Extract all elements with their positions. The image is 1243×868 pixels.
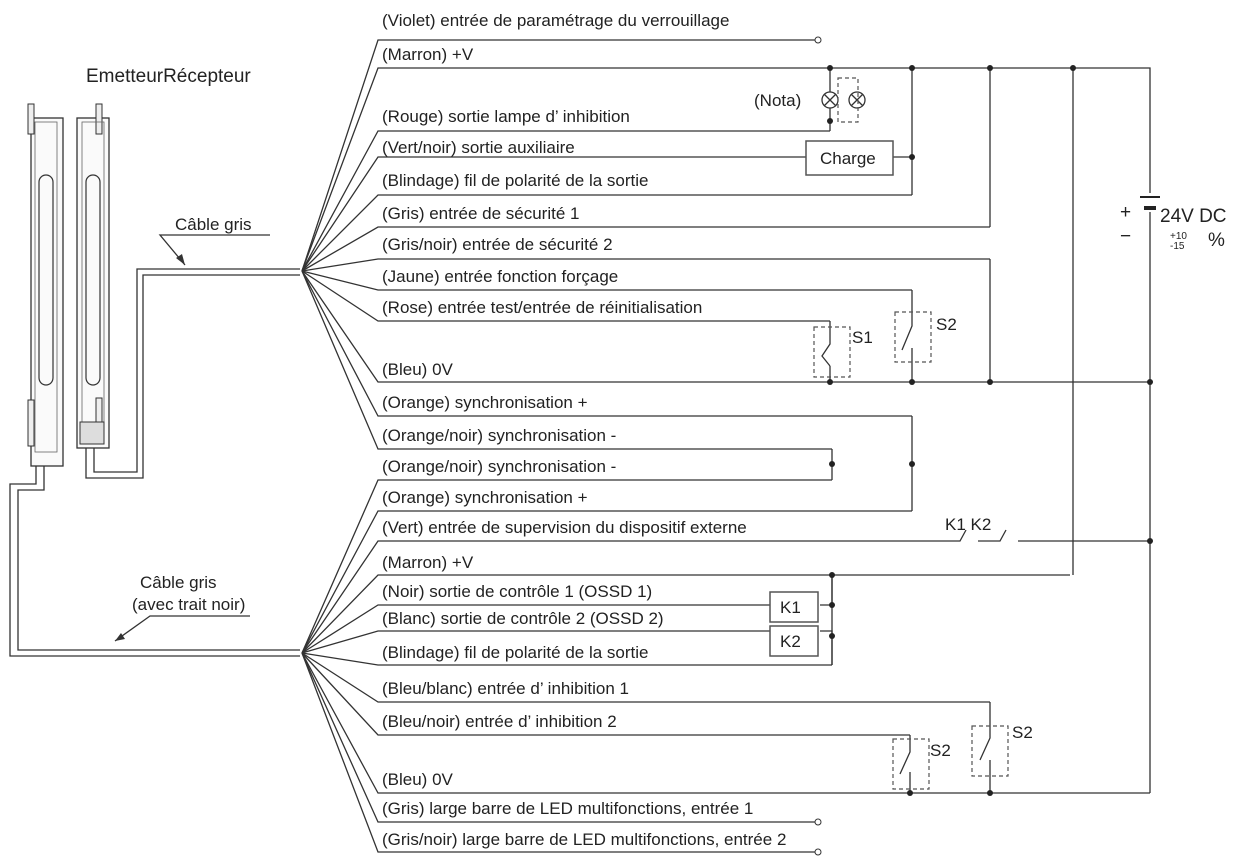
wire-label: (Orange) synchronisation +: [382, 393, 588, 412]
nota-lamps: [821, 77, 866, 123]
wire-label: (Marron) +V: [382, 45, 474, 64]
wire-label: (Gris) large barre de LED multifonctions…: [382, 799, 753, 818]
junction-dots: [827, 65, 1153, 796]
wire-label: (Bleu) 0V: [382, 360, 454, 379]
wire-label: (Blanc) sortie de contrôle 2 (OSSD 2): [382, 609, 664, 628]
wire-label: (Gris) entrée de sécurité 1: [382, 204, 579, 223]
s2-top-label: S2: [936, 315, 957, 334]
power-plus: +: [1120, 202, 1131, 223]
wire-label: (Bleu) 0V: [382, 770, 454, 789]
s2-bottom-left-switch: [892, 738, 930, 790]
s2-top-switch: [894, 311, 932, 363]
charge-label: Charge: [820, 149, 876, 168]
power-voltage: 24V DC: [1160, 206, 1227, 227]
wire-label: (Marron) +V: [382, 553, 474, 572]
power-supply: [1140, 196, 1160, 210]
sensor-illustration: [9, 103, 300, 657]
wire-label: (Blindage) fil de polarité de la sortie: [382, 171, 648, 190]
power-tolerance-plus: +10: [1170, 231, 1187, 242]
s2-bottom-right-switch: [971, 725, 1009, 777]
wire-label: (Gris/noir) entrée de sécurité 2: [382, 235, 613, 254]
open-terminals: [814, 36, 822, 856]
cable-leaders: [114, 234, 270, 642]
wire-label: (Vert) entrée de supervision du disposit…: [382, 518, 747, 537]
nota-label: (Nota): [754, 91, 801, 110]
s2-bottom-right-label: S2: [1012, 723, 1033, 742]
charge-box: [805, 140, 894, 176]
emitter-receiver-title: EmetteurRécepteur: [86, 66, 251, 87]
k2-box: [769, 625, 819, 657]
wire-label: (Orange/noir) synchronisation -: [382, 426, 616, 445]
bottom-wire-fan: [301, 479, 1150, 853]
power-percent: %: [1208, 230, 1225, 251]
wire-label: (Bleu/blanc) entrée d’ inhibition 1: [382, 679, 629, 698]
cable-bottom-label-1: Câble gris: [140, 573, 217, 592]
s2-bottom-left-label: S2: [930, 741, 951, 760]
s1-switch: [813, 326, 851, 378]
bus-lines: [820, 67, 1151, 793]
wire-label: (Violet) entrée de paramétrage du verrou…: [382, 11, 729, 30]
wire-label: (Rouge) sortie lampe d’ inhibition: [382, 107, 630, 126]
power-tolerance-minus: -15: [1170, 241, 1185, 252]
wire-label: (Vert/noir) sortie auxiliaire: [382, 138, 575, 157]
cable-top-label: Câble gris: [175, 215, 252, 234]
k1-box: [769, 591, 819, 623]
wire-label: (Blindage) fil de polarité de la sortie: [382, 643, 648, 662]
k2-label: K2: [780, 632, 801, 651]
s1-label: S1: [852, 328, 873, 347]
power-minus: −: [1120, 226, 1131, 247]
k1-label: K1: [780, 598, 801, 617]
wire-label: (Noir) sortie de contrôle 1 (OSSD 1): [382, 582, 652, 601]
wire-label: (Jaune) entrée fonction forçage: [382, 267, 618, 286]
top-wire-fan: [301, 39, 1150, 450]
k1-k2-label: K1 K2: [945, 515, 991, 534]
cable-bottom-label-2: (avec trait noir): [132, 595, 245, 614]
wire-label: (Gris/noir) large barre de LED multifonc…: [382, 830, 786, 849]
wire-label: (Rose) entrée test/entrée de réinitialis…: [382, 298, 702, 317]
wire-label: (Orange) synchronisation +: [382, 488, 588, 507]
wire-label: (Bleu/noir) entrée d’ inhibition 2: [382, 712, 617, 731]
wire-label: (Orange/noir) synchronisation -: [382, 457, 616, 476]
